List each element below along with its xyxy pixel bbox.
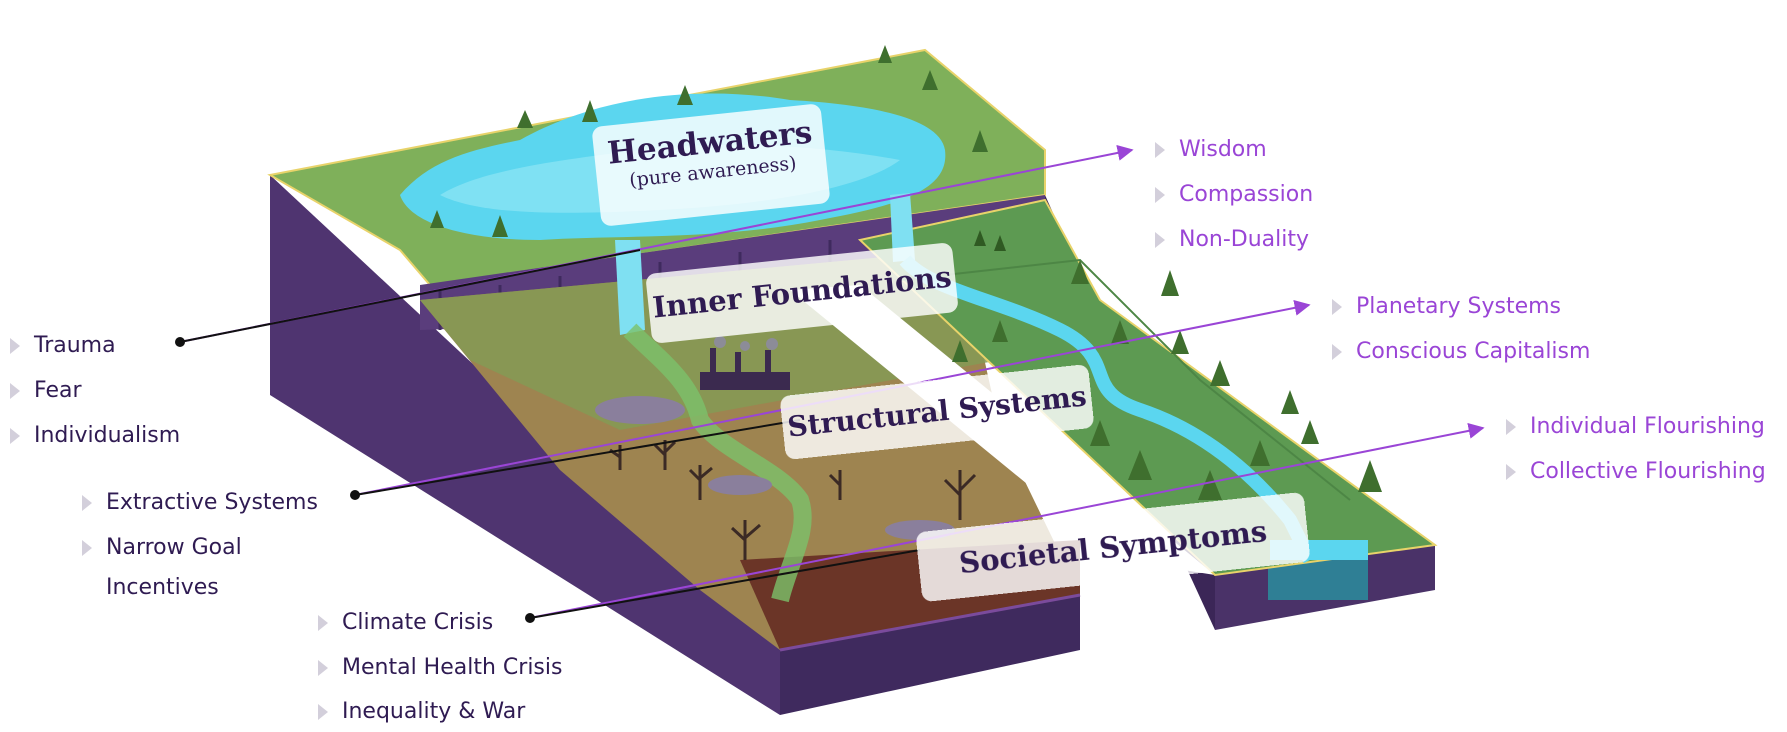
factory-icon (700, 336, 790, 390)
list-item: Planetary Systems (1332, 287, 1561, 327)
clean-river (899, 255, 1317, 564)
right-waterfall (890, 193, 915, 262)
bullet-triangle-icon (1506, 464, 1516, 480)
bullet-triangle-icon (82, 540, 92, 556)
list-item: Collective Flourishing (1506, 452, 1766, 492)
list-item: Individual Flourishing (1506, 407, 1765, 447)
list-item: Individualism (10, 416, 180, 456)
bullet-triangle-icon (82, 495, 92, 511)
bullet-triangle-icon (1332, 299, 1342, 315)
list-item: Climate Crisis (318, 603, 493, 643)
list-item: Inequality & War (318, 692, 525, 732)
bullet-triangle-icon (1155, 187, 1165, 203)
bullet-triangle-icon (10, 383, 20, 399)
list-item: Compassion (1155, 175, 1313, 215)
left-cliff-side (270, 175, 780, 715)
list-item: Extractive Systems (82, 483, 318, 523)
list-item: Mental Health Crisis (318, 648, 562, 688)
bullet-triangle-icon (318, 660, 328, 676)
left-block-front-face (780, 595, 1080, 715)
bullet-triangle-icon (10, 428, 20, 444)
bullet-triangle-icon (318, 704, 328, 720)
list-item: Narrow Goal Incentives (82, 528, 272, 608)
bullet-triangle-icon (1506, 419, 1516, 435)
list-item: Wisdom (1155, 130, 1267, 170)
bullet-triangle-icon (1332, 344, 1342, 360)
label-plates (592, 104, 1310, 602)
list-item: Non-Duality (1155, 220, 1309, 260)
bullet-triangle-icon (1155, 142, 1165, 158)
pine-tree-icons (430, 45, 1382, 500)
bullet-triangle-icon (1155, 232, 1165, 248)
bullet-triangle-icon (10, 338, 20, 354)
list-item: Conscious Capitalism (1332, 332, 1590, 372)
polluted-river (623, 323, 812, 603)
left-waterfall (615, 240, 645, 335)
list-item: Fear (10, 371, 82, 411)
bullet-triangle-icon (318, 615, 328, 631)
list-item: Trauma (10, 326, 116, 366)
